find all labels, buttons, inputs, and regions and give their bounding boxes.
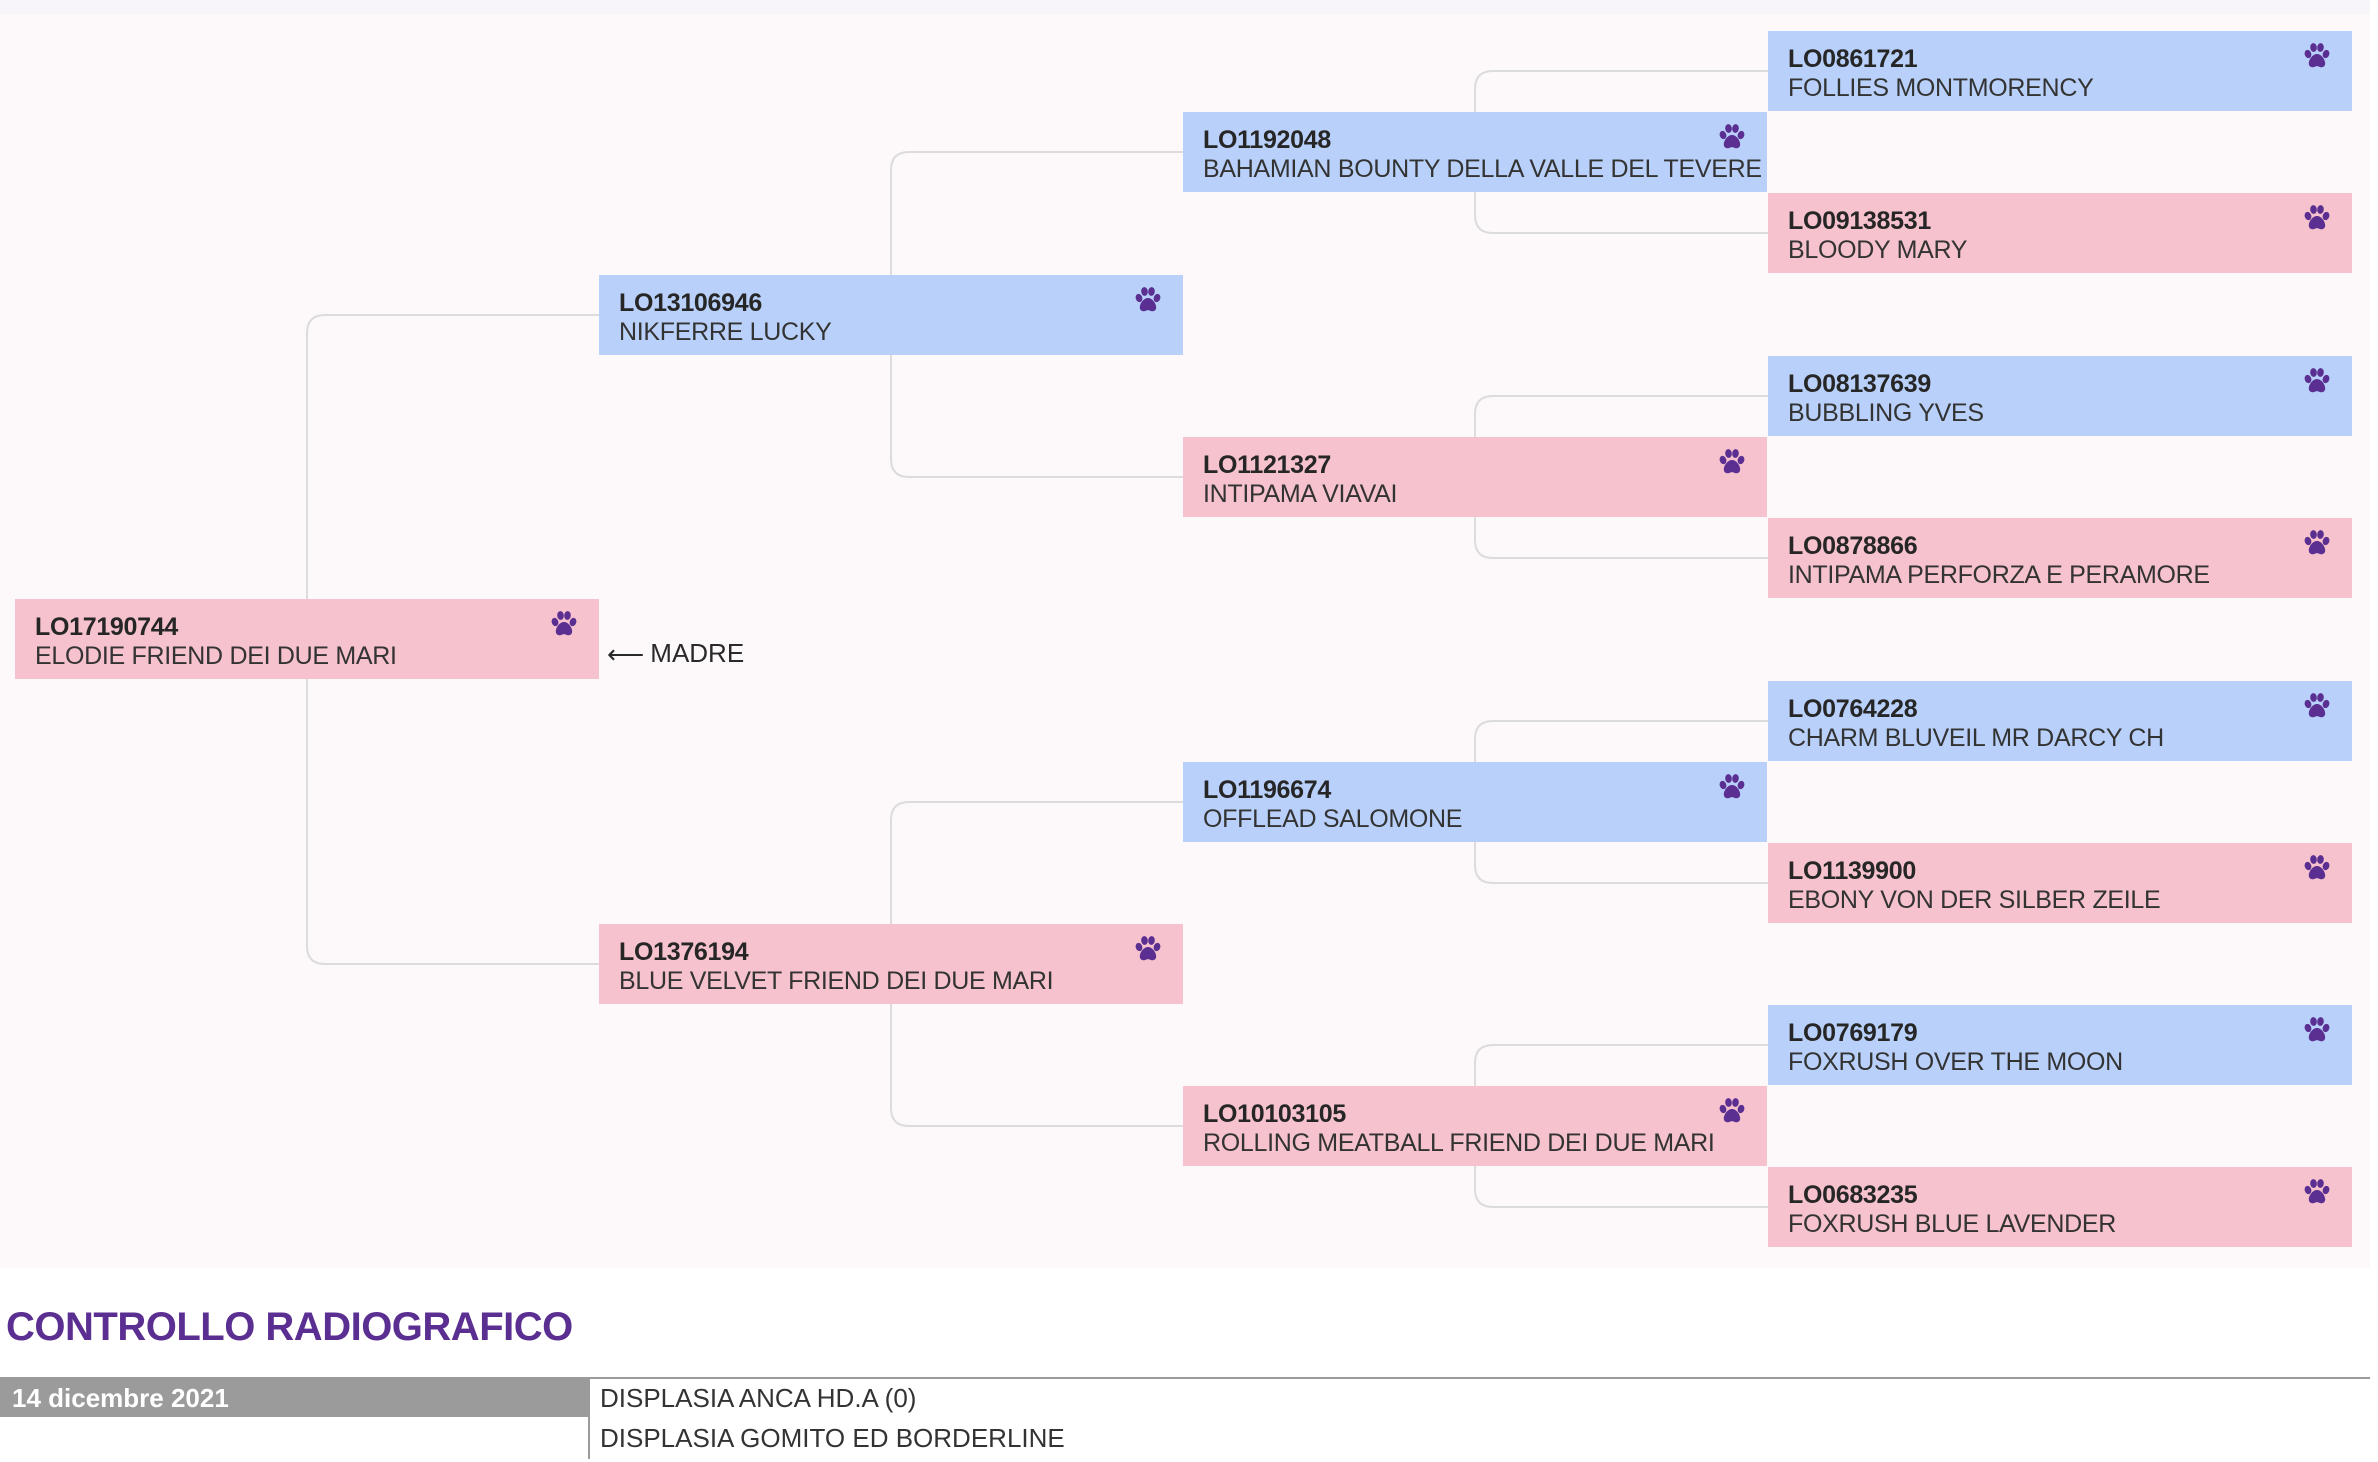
paw-print-icon[interactable] <box>1717 122 1747 152</box>
paw-print-icon[interactable] <box>2302 41 2332 71</box>
dog-card-gen3-5[interactable]: LO0764228 CHARM BLUVEIL MR DARCY CH <box>1768 681 2352 761</box>
connector-7 <box>1474 1044 1768 1208</box>
connector-3 <box>890 801 1183 1127</box>
dog-name: NIKFERRE LUCKY <box>619 318 832 346</box>
dog-id: LO0683235 <box>1788 1181 1918 1209</box>
paw-print-icon[interactable] <box>2302 1015 2332 1045</box>
dog-name: ROLLING MEATBALL FRIEND DEI DUE MARI <box>1203 1129 1715 1157</box>
dog-card-gen3-7[interactable]: LO0769179 FOXRUSH OVER THE MOON <box>1768 1005 2352 1085</box>
dog-card-subject[interactable]: LO17190744 ELODIE FRIEND DEI DUE MARI <box>15 599 599 679</box>
xray-section-title: CONTROLLO RADIOGRAFICO <box>6 1305 573 1349</box>
dog-id: LO1121327 <box>1203 451 1331 479</box>
paw-print-icon[interactable] <box>2302 691 2332 721</box>
dog-id: LO1376194 <box>619 938 749 966</box>
dog-id: LO1196674 <box>1203 776 1331 804</box>
paw-print-icon[interactable] <box>2302 366 2332 396</box>
dog-name: BUBBLING YVES <box>1788 399 1984 427</box>
pedigree-tree: LO17190744 ELODIE FRIEND DEI DUE MARI LO… <box>15 31 2352 1247</box>
connector-6 <box>1474 720 1768 884</box>
xray-result-elbow: DISPLASIA GOMITO ED BORDERLINE <box>600 1423 1065 1453</box>
dog-name: FOXRUSH OVER THE MOON <box>1788 1048 2123 1076</box>
pedigree-connectors <box>306 70 1768 1208</box>
paw-print-icon[interactable] <box>1717 1096 1747 1126</box>
xray-result-hip: DISPLASIA ANCA HD.A (0) <box>600 1383 917 1413</box>
dog-name: BLOODY MARY <box>1788 236 1968 264</box>
madre-label: ⟵ MADRE <box>607 638 744 669</box>
paw-print-icon[interactable] <box>1717 772 1747 802</box>
dog-id: LO09138531 <box>1788 207 1931 235</box>
dog-card-gen3-8[interactable]: LO0683235 FOXRUSH BLUE LAVENDER <box>1768 1167 2352 1247</box>
paw-print-icon[interactable] <box>1133 285 1163 315</box>
dog-card-gen3-4[interactable]: LO0878866 INTIPAMA PERFORZA E PERAMORE <box>1768 518 2352 598</box>
dog-name: FOXRUSH BLUE LAVENDER <box>1788 1210 2117 1238</box>
dog-id: LO0861721 <box>1788 45 1918 73</box>
xray-column-divider <box>588 1379 590 1459</box>
connector-5 <box>1474 395 1768 559</box>
paw-print-icon[interactable] <box>549 609 579 639</box>
dog-id: LO0878866 <box>1788 532 1918 560</box>
xray-date: 14 dicembre 2021 <box>0 1379 588 1417</box>
dog-name: INTIPAMA PERFORZA E PERAMORE <box>1788 561 2210 589</box>
paw-print-icon[interactable] <box>2302 203 2332 233</box>
dog-name: ELODIE FRIEND DEI DUE MARI <box>35 642 397 670</box>
paw-print-icon[interactable] <box>1717 447 1747 477</box>
dog-card-grandsire-paternal[interactable]: LO1192048 BAHAMIAN BOUNTY DELLA VALLE DE… <box>1183 112 1767 192</box>
dog-id: LO10103105 <box>1203 1100 1346 1128</box>
dog-card-sire[interactable]: LO13106946 NIKFERRE LUCKY <box>599 275 1183 355</box>
paw-print-icon[interactable] <box>2302 1177 2332 1207</box>
dog-name: BLUE VELVET FRIEND DEI DUE MARI <box>619 967 1054 995</box>
dog-id: LO13106946 <box>619 289 762 317</box>
madre-text: MADRE <box>650 638 745 668</box>
xray-divider-line <box>0 1377 2370 1379</box>
connector-4 <box>1474 70 1768 234</box>
paw-print-icon[interactable] <box>1133 934 1163 964</box>
dog-card-granddam-maternal[interactable]: LO10103105 ROLLING MEATBALL FRIEND DEI D… <box>1183 1086 1767 1166</box>
dog-card-gen3-6[interactable]: LO1139900 EBONY VON DER SILBER ZEILE <box>1768 843 2352 923</box>
dog-name: INTIPAMA VIAVAI <box>1203 480 1398 508</box>
arrow-left-icon: ⟵ <box>607 638 645 669</box>
paw-print-icon[interactable] <box>2302 853 2332 883</box>
dog-card-grandsire-maternal[interactable]: LO1196674 OFFLEAD SALOMONE <box>1183 762 1767 842</box>
dog-id: LO17190744 <box>35 613 178 641</box>
dog-id: LO1192048 <box>1203 126 1331 154</box>
connector-1 <box>306 314 599 965</box>
dog-card-gen3-2[interactable]: LO09138531 BLOODY MARY <box>1768 193 2352 273</box>
dog-id: LO1139900 <box>1788 857 1916 885</box>
connector-2 <box>890 151 1183 478</box>
dog-name: BAHAMIAN BOUNTY DELLA VALLE DEL TEVERE <box>1203 155 1762 183</box>
dog-name: CHARM BLUVEIL MR DARCY CH <box>1788 724 2164 752</box>
dog-id: LO08137639 <box>1788 370 1931 398</box>
dog-name: EBONY VON DER SILBER ZEILE <box>1788 886 2161 914</box>
dog-id: LO0764228 <box>1788 695 1918 723</box>
dog-name: OFFLEAD SALOMONE <box>1203 805 1463 833</box>
dog-name: FOLLIES MONTMORENCY <box>1788 74 2094 102</box>
dog-card-granddam-paternal[interactable]: LO1121327 INTIPAMA VIAVAI <box>1183 437 1767 517</box>
dog-card-gen3-3[interactable]: LO08137639 BUBBLING YVES <box>1768 356 2352 436</box>
dog-id: LO0769179 <box>1788 1019 1918 1047</box>
paw-print-icon[interactable] <box>2302 528 2332 558</box>
dog-card-gen3-1[interactable]: LO0861721 FOLLIES MONTMORENCY <box>1768 31 2352 111</box>
dog-card-dam[interactable]: LO1376194 BLUE VELVET FRIEND DEI DUE MAR… <box>599 924 1183 1004</box>
